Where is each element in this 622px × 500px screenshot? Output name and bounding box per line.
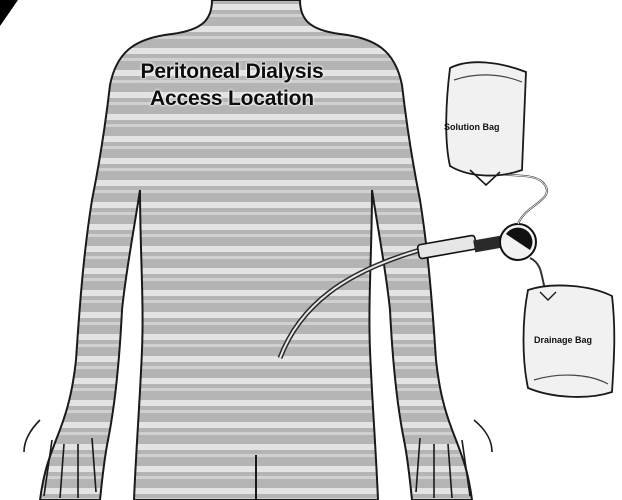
corner-mark: [0, 0, 18, 26]
diagram-title-line-2: Access Location: [108, 87, 356, 111]
solution-bag-label: Solution Bag: [444, 122, 500, 132]
drainage-bag-label: Drainage Bag: [534, 335, 592, 345]
diagram-title-line-1: Peritoneal Dialysis: [108, 60, 356, 84]
